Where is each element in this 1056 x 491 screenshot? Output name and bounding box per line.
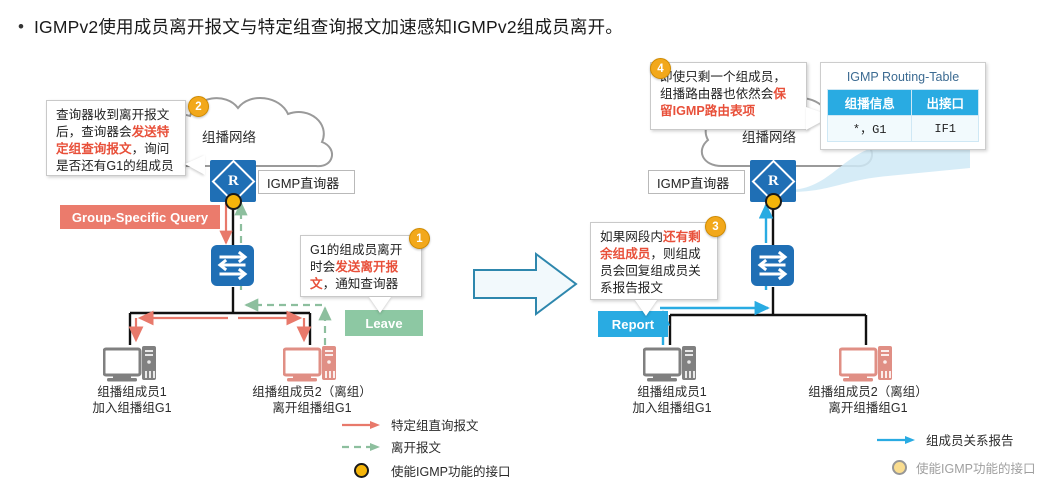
igmp-interface-dot-right-router: [765, 193, 782, 210]
callout-3-tail: [635, 300, 657, 316]
table-row: *，G1 IF1: [826, 115, 979, 142]
callout-4-seg1: 即使只剩一个组成员，组播路由器也依然会: [660, 70, 786, 101]
router-label-text-left: IGMP直询器: [267, 175, 340, 191]
callout-2-seg1: 查询器收到离开报文后，查询器会: [56, 108, 170, 139]
host-pc1-right-line2: 加入组播组G1: [632, 401, 712, 415]
routing-table-title: IGMP Routing-Table: [846, 70, 960, 84]
router-glyph-right: R: [767, 172, 779, 189]
legend-right-item-1: 使能IGMP功能的接口: [888, 458, 1035, 477]
callout-2-highlight: 发送特定组查询报文: [56, 125, 170, 156]
legend-left-item-1: 离开报文: [340, 437, 441, 456]
legend-left-item-2: 使能IGMP功能的接口: [340, 461, 510, 480]
callout-1-tail: [369, 297, 391, 313]
routing-table-cell-group: *，G1: [826, 115, 913, 142]
solid-arrow-blue-icon: [875, 433, 917, 447]
host-pc1-left-line1: 组播组成员1: [97, 385, 167, 399]
host-pc1-right[interactable]: [643, 345, 701, 383]
routing-table: 组播信息 出接口 *，G1 IF1: [826, 89, 979, 142]
host-pc1-left-label: 组播组成员1 加入组播组G1: [62, 384, 202, 416]
router-label-box-left: IGMP直询器: [258, 170, 355, 194]
title-bullet: •: [18, 17, 24, 36]
legend-right-label-1: 使能IGMP功能的接口: [916, 462, 1036, 476]
switch-right[interactable]: [751, 245, 794, 286]
cloud-label-right: 组播网络: [742, 130, 796, 145]
orange-dot-icon-right: [888, 460, 910, 475]
host-pc2-left-label: 组播组成员2（离组） 离开组播组G1: [232, 384, 392, 416]
callout-1-seg2: ，通知查询器: [322, 277, 399, 291]
host-pc1-left[interactable]: [103, 345, 161, 383]
callout-3-seg1: 如果网段内: [600, 230, 663, 244]
orange-dot-icon: [340, 463, 382, 478]
tag-leave: Leave: [345, 310, 423, 336]
legend-right-item-0: 组成员关系报告: [875, 430, 1014, 449]
callout-1-highlight: 发送离开报文: [310, 260, 399, 291]
host-pc2-right-line2: 离开组播组G1: [828, 401, 908, 415]
page-title: • IGMPv2使用成员离开报文与特定组查询报文加速感知IGMPv2组成员离开。: [18, 16, 623, 38]
page-title-text: IGMPv2使用成员离开报文与特定组查询报文加速感知IGMPv2组成员离开。: [33, 17, 623, 37]
callout-3-right: 如果网段内还有剩余组成员，则组成员会回复组成员关系报告报文: [590, 222, 718, 316]
host-pc2-right-line1: 组播组成员2（离组）: [808, 385, 928, 399]
routing-table-header-group: 组播信息: [826, 89, 913, 116]
routing-table-header-row: 组播信息 出接口: [826, 89, 979, 116]
switch-left[interactable]: [211, 245, 254, 286]
legend-left-item-0: 特定组直询报文: [340, 415, 479, 434]
routing-table-header-interface: 出接口: [911, 89, 979, 116]
host-pc2-left[interactable]: [283, 345, 341, 383]
legend-left-label-1: 离开报文: [391, 441, 442, 455]
callout-4-right: 即使只剩一个组成员，组播路由器也依然会保留IGMP路由表项: [650, 62, 832, 130]
callout-3-highlight: 还有剩余组成员: [600, 230, 701, 261]
router-label-text-right: IGMP直询器: [657, 175, 730, 191]
host-pc1-right-label: 组播组成员1 加入组播组G1: [602, 384, 742, 416]
callout-2-tail: [185, 155, 205, 175]
host-pc2-right[interactable]: [839, 345, 897, 383]
host-pc1-left-line2: 加入组播组G1: [92, 401, 172, 415]
callout-1-seg1: G1的组成员离开时会: [310, 243, 403, 274]
badge-4: 4: [650, 58, 671, 79]
host-pc1-right-line1: 组播组成员1: [637, 385, 707, 399]
callout-2-left: 查询器收到离开报文后，查询器会发送特定组查询报文，询问是否还有G1的组成员: [46, 100, 205, 176]
router-label-box-right: IGMP直询器: [648, 170, 745, 194]
igmp-routing-table-panel: IGMP Routing-Table 组播信息 出接口 *，G1 IF1: [820, 62, 986, 150]
transition-arrow: [472, 248, 580, 325]
host-pc2-left-line1: 组播组成员2（离组）: [252, 385, 372, 399]
routing-table-cell-interface: IF1: [911, 115, 979, 142]
legend-left-label-0: 特定组直询报文: [391, 419, 479, 433]
callout-4-highlight: 保留IGMP路由表项: [660, 87, 786, 118]
tag-group-specific-query: Group-Specific Query: [60, 205, 220, 229]
switch-arrows-icon-right: [757, 250, 788, 281]
callout-2-seg2: ，询问是否还有G1的组成员: [56, 142, 174, 173]
dashed-arrow-green-icon: [340, 440, 382, 454]
badge-3: 3: [705, 216, 726, 237]
router-glyph: R: [227, 172, 239, 189]
host-pc2-right-label: 组播组成员2（离组） 离开组播组G1: [788, 384, 948, 416]
host-pc2-left-line2: 离开组播组G1: [272, 401, 352, 415]
tag-leave-label: Leave: [365, 315, 403, 331]
igmp-interface-dot-left-router: [225, 193, 242, 210]
tag-group-specific-query-label: Group-Specific Query: [71, 209, 209, 225]
solid-arrow-red-icon: [340, 418, 382, 432]
callout-1-left: G1的组成员离开时会发送离开报文，通知查询器: [300, 235, 422, 313]
tag-report: Report: [598, 311, 668, 337]
badge-1: 1: [409, 228, 430, 249]
legend-right-label-0: 组成员关系报告: [926, 434, 1014, 448]
switch-arrows-icon: [217, 250, 248, 281]
legend-left-label-2: 使能IGMP功能的接口: [391, 465, 511, 479]
cloud-label-left: 组播网络: [202, 130, 256, 145]
callout-3-seg2: ，则组成员会回复组成员关系报告报文: [600, 247, 701, 295]
badge-2: 2: [188, 96, 209, 117]
tag-report-label: Report: [611, 316, 655, 332]
